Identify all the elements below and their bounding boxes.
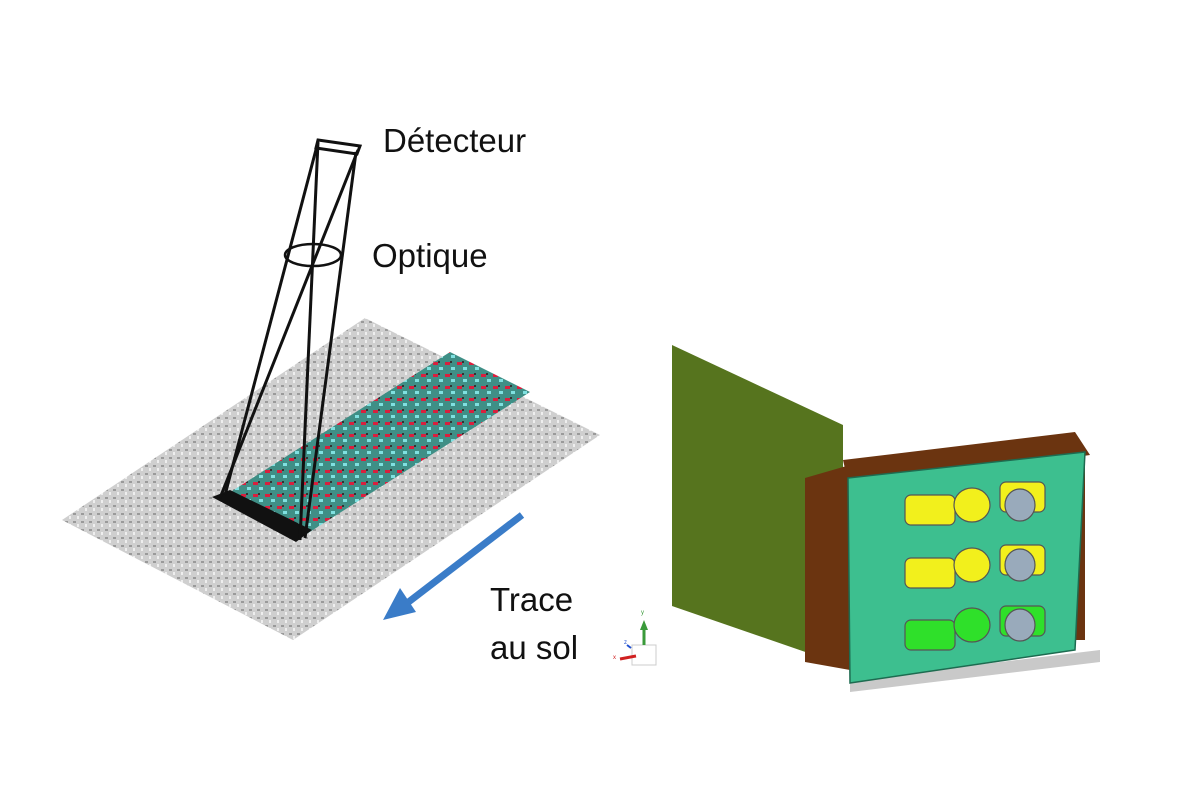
reflector-panel bbox=[672, 345, 843, 665]
optics-label: Optique bbox=[372, 237, 488, 274]
optics-lens bbox=[283, 242, 343, 268]
antenna-3d-model bbox=[672, 345, 1100, 692]
feed-row-yellow-mid bbox=[904, 544, 1046, 589]
axis-x-label: x bbox=[613, 655, 616, 661]
ground-track-arrow bbox=[383, 512, 525, 620]
feed-row-yellow-top bbox=[904, 481, 1046, 526]
feed-row-green-bottom bbox=[904, 605, 1046, 651]
detector-label: Détecteur bbox=[383, 122, 527, 159]
light-rays bbox=[218, 141, 360, 541]
acquired-strip bbox=[218, 352, 530, 535]
ground-track-label-line2: au sol bbox=[490, 629, 579, 666]
axis-z-label: z bbox=[624, 640, 627, 646]
ground-footprint bbox=[212, 490, 312, 542]
detector bbox=[314, 138, 363, 156]
axis-triad-icon bbox=[619, 620, 657, 666]
ground-track-label-line1: Trace bbox=[490, 581, 574, 618]
axis-y-label: y bbox=[641, 610, 644, 616]
